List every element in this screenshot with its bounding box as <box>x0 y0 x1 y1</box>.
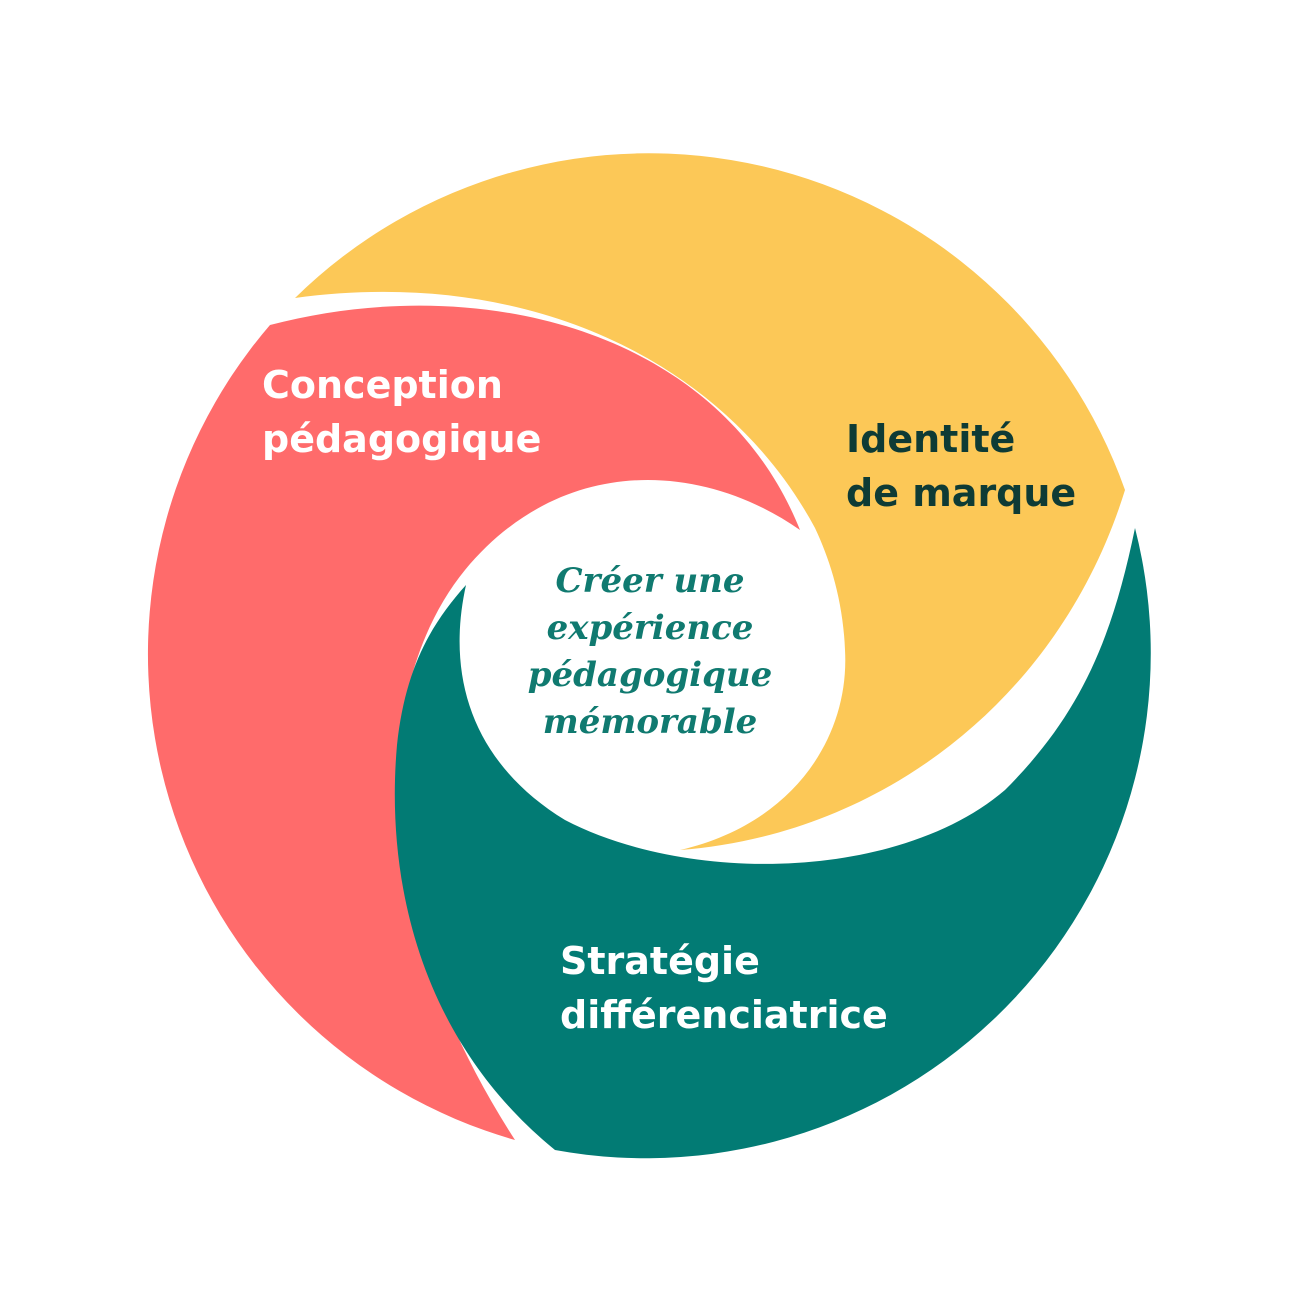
label-line: différenciatrice <box>560 993 888 1037</box>
segment-conception-pedagogique <box>147 305 801 1140</box>
label-conception-pedagogique: Conception pédagogique <box>262 358 541 466</box>
label-line: Conception <box>262 363 503 407</box>
center-line: pédagogique <box>527 655 773 695</box>
label-line: Identité <box>846 417 1016 461</box>
label-line: pédagogique <box>262 417 542 461</box>
segment-identite-de-marque <box>295 153 1125 851</box>
segment-strategie-differenciatrice <box>394 528 1151 1159</box>
label-line: Stratégie <box>560 939 760 983</box>
center-line: mémorable <box>542 702 758 742</box>
center-text: Créer une expérience pédagogique mémorab… <box>480 558 820 746</box>
label-identite-de-marque: Identité de marque <box>846 412 1076 520</box>
label-strategie-differenciatrice: Stratégie différenciatrice <box>560 934 888 1042</box>
center-line: expérience <box>546 608 754 648</box>
center-line: Créer une <box>555 561 745 601</box>
label-line: de marque <box>846 471 1077 515</box>
